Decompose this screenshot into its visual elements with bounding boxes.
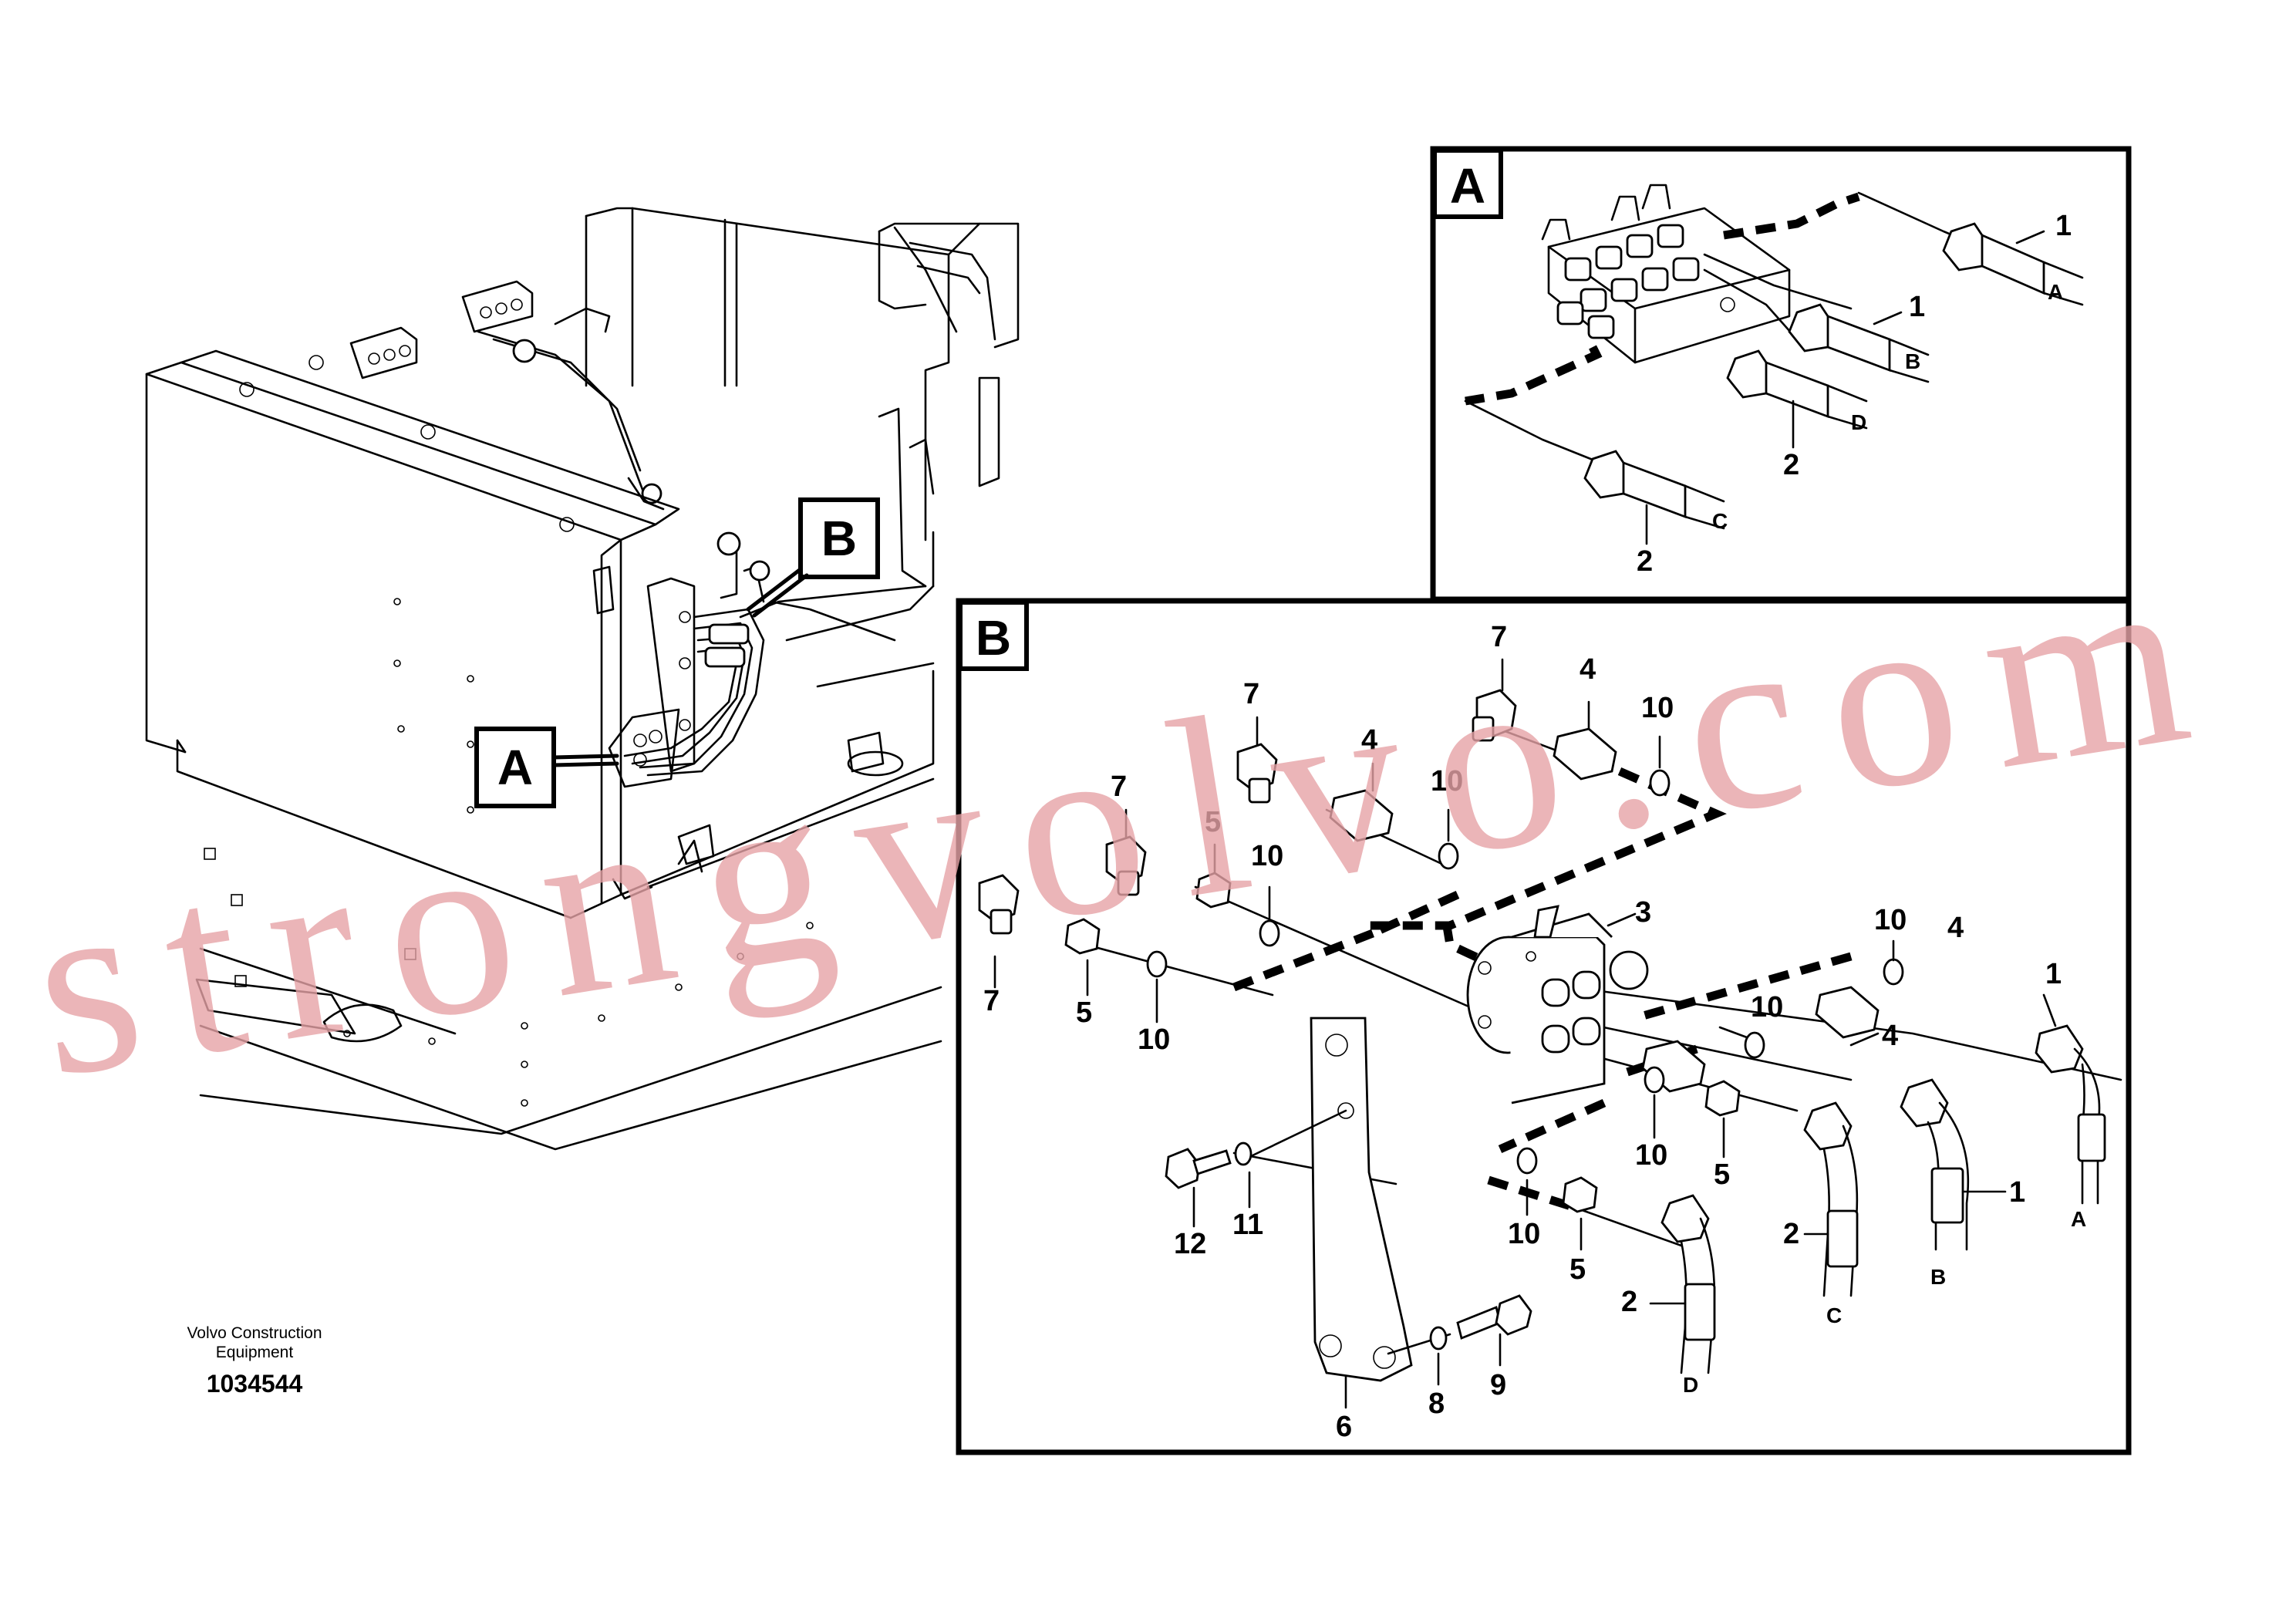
label-b-11: 11 [1232, 1209, 1263, 1241]
detail-b-title-box [958, 600, 1029, 671]
detail-b-title: B [976, 610, 1011, 666]
label-b-2-b: 2 [1621, 1286, 1637, 1318]
label-b-10-a: 10 [1641, 692, 1674, 724]
label-b-4-a: 4 [1580, 653, 1596, 686]
label-b-10-d: 10 [1138, 1023, 1170, 1056]
label-b-B: B [1930, 1265, 1946, 1289]
callout-a-box [474, 727, 556, 808]
label-b-4-d: 4 [1882, 1020, 1898, 1052]
label-b-6: 6 [1336, 1411, 1352, 1443]
label-b-7-a: 7 [1491, 621, 1507, 653]
detail-b-elbow-7 [978, 689, 1517, 935]
detail-a-fitting-2-low [1583, 450, 1725, 530]
label-b-1-a: 1 [2045, 958, 2062, 990]
label-a-1-top: 1 [2055, 210, 2072, 242]
callout-a[interactable]: A [474, 727, 619, 808]
label-b-5-c: 5 [1714, 1158, 1730, 1191]
callout-a-label: A [497, 740, 533, 795]
label-b-A: A [2071, 1207, 2086, 1231]
label-b-C: C [1826, 1303, 1842, 1327]
detail-b-bolts [1165, 1141, 1532, 1351]
label-a-D: D [1851, 410, 1866, 434]
detail-a-view: A [1430, 146, 2132, 602]
detail-b-hose-fittings [1660, 1024, 2106, 1374]
label-b-1-b: 1 [2009, 1176, 2025, 1209]
detail-b-view: B [956, 598, 2132, 1455]
main-view: A B [145, 207, 1020, 1151]
label-b-5-d: 5 [1569, 1253, 1586, 1286]
detail-b-frame [956, 598, 2132, 1455]
detail-b-bracket-6 [1248, 1017, 1451, 1382]
label-b-10-h: 10 [1508, 1218, 1540, 1250]
label-a-A: A [2048, 280, 2063, 304]
detail-a-title: A [1450, 158, 1485, 214]
top-brackets [349, 280, 534, 379]
label-b-7-b: 7 [1243, 678, 1259, 710]
detail-a-fitting-2-mid [1726, 349, 1868, 430]
detail-b-manifold [1466, 905, 1649, 1104]
caption-line-2: Equipment [216, 1344, 294, 1361]
label-b-7-c: 7 [1111, 771, 1127, 803]
doc-number: 1034544 [207, 1370, 303, 1398]
detail-a-title-box [1432, 148, 1503, 219]
detail-b-nut-5 [1064, 872, 1741, 1213]
detail-a-fitting-1-mid [1788, 303, 1930, 383]
label-b-4-c: 4 [1947, 912, 1964, 944]
label-b-2-a: 2 [1783, 1218, 1799, 1250]
label-a-2-low: 2 [1637, 545, 1653, 578]
label-a-C: C [1712, 509, 1728, 533]
label-b-7-d: 7 [983, 985, 1000, 1017]
control-levers [477, 307, 665, 511]
detail-a-fitting-1-top [1942, 222, 2084, 306]
callout-b-label: B [821, 511, 857, 566]
label-b-10-g: 10 [1635, 1139, 1667, 1172]
cab-frame [585, 207, 1020, 588]
watermark: strongvolvo.com [16, 513, 2208, 1131]
label-a-1-mid: 1 [1909, 291, 1925, 323]
label-b-8: 8 [1428, 1388, 1445, 1420]
label-b-5-b: 5 [1076, 996, 1092, 1029]
label-a-B: B [1905, 349, 1920, 373]
label-b-10-f: 10 [1751, 991, 1783, 1023]
floor-base [195, 585, 942, 1151]
detail-b-oring-10 [1146, 769, 1904, 1175]
label-b-12: 12 [1174, 1228, 1206, 1260]
caption-block: Volvo Construction Equipment 1034544 [187, 1324, 322, 1398]
label-b-4-b: 4 [1361, 724, 1377, 757]
caption-line-1: Volvo Construction [187, 1324, 322, 1342]
label-a-2-mid: 2 [1783, 449, 1799, 481]
callout-b[interactable]: B [746, 497, 880, 618]
detail-a-valve-block [1541, 184, 1791, 364]
label-b-5-a: 5 [1205, 806, 1221, 838]
label-b-9: 9 [1490, 1369, 1506, 1401]
console-box [145, 349, 680, 919]
callout-b-box [798, 497, 880, 579]
label-b-3: 3 [1635, 896, 1651, 929]
label-b-10-c: 10 [1251, 840, 1283, 872]
label-b-10-e: 10 [1874, 904, 1907, 936]
label-b-10-b: 10 [1431, 765, 1463, 798]
label-b-D: D [1683, 1373, 1698, 1397]
